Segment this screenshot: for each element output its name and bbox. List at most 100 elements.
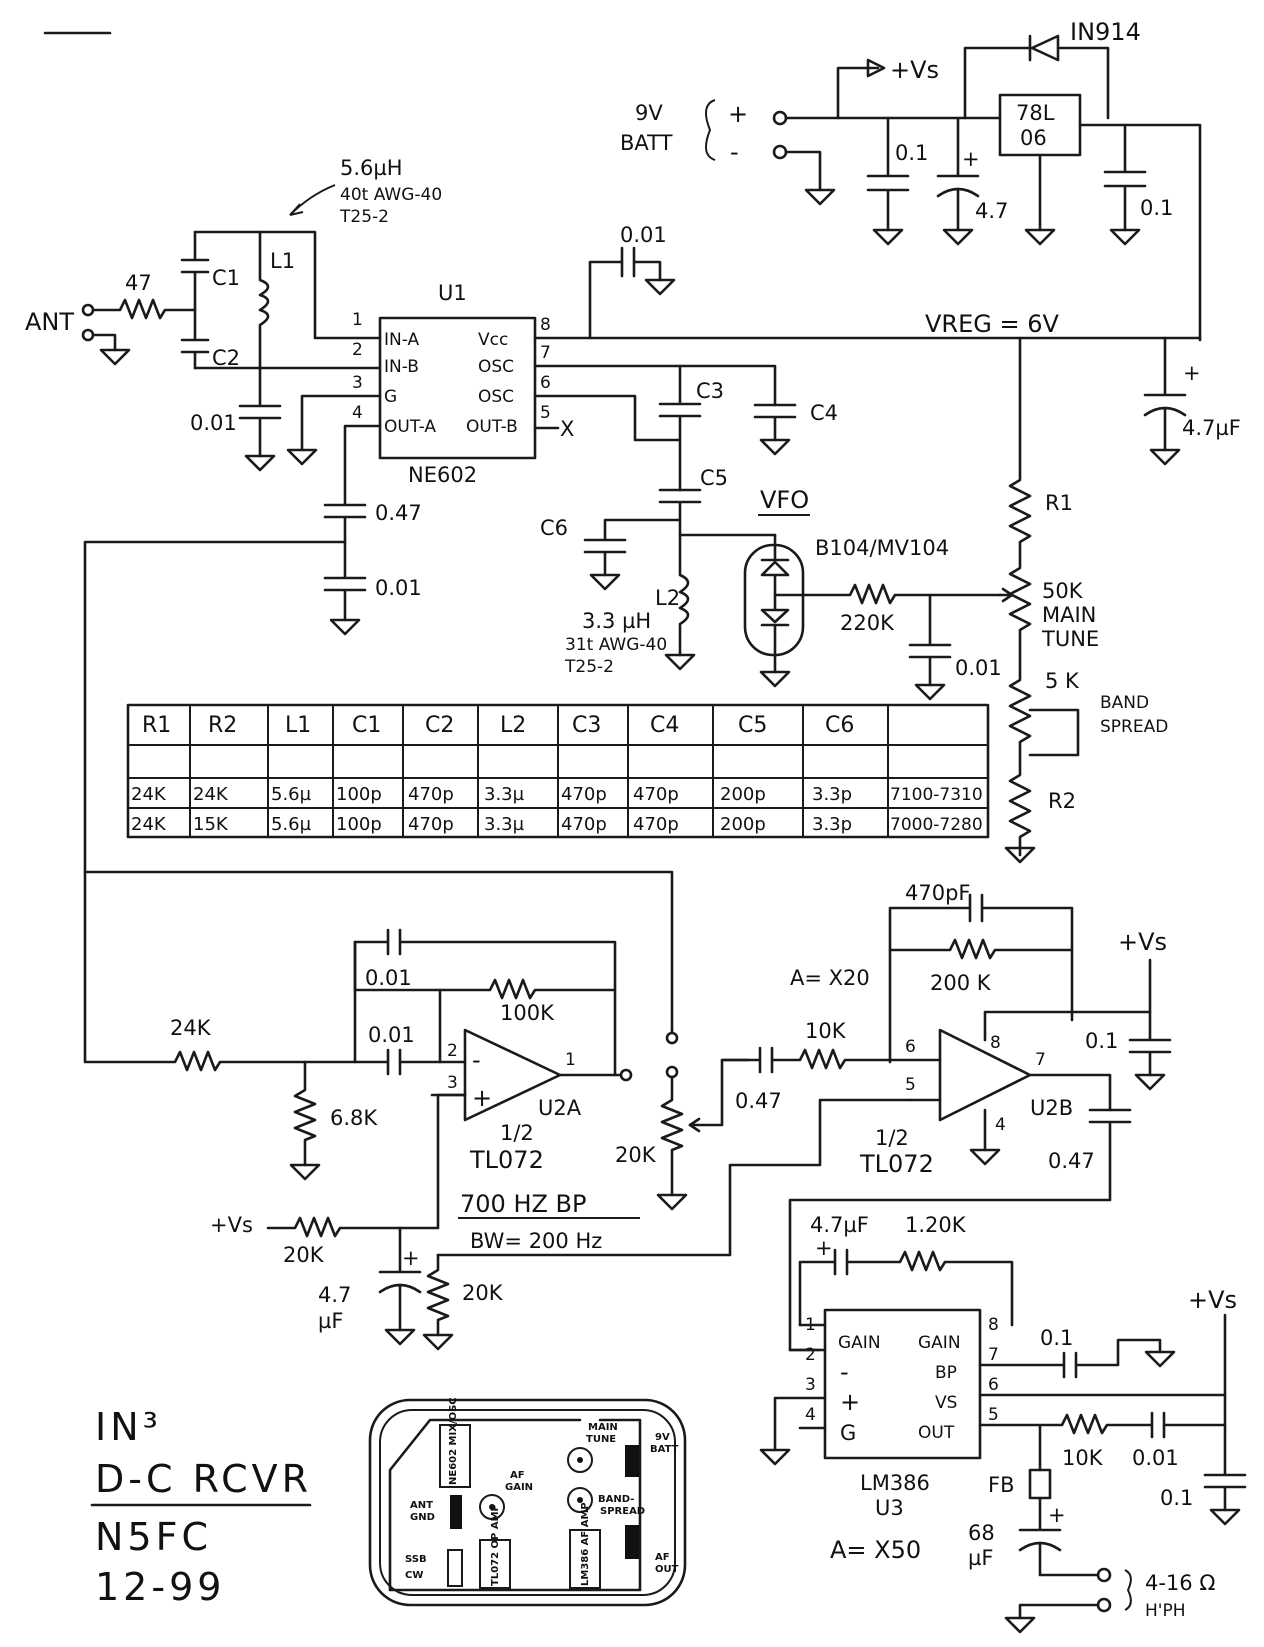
l1-spec-c: T25-2 [339,207,389,227]
mixer-section: 5.6µH 40t AWG-40 T25-2 ANT 47 C1 C2 L1 0… [25,156,1241,1032]
title-line1: IN³ [95,1405,162,1449]
pcb-outline [388,1418,642,1592]
u2a-pin3: 3 [447,1073,458,1093]
r-gain-label: 1.20K [905,1213,967,1237]
layout-main-a: MAIN [588,1422,618,1433]
td-c2-row1: 470p [408,784,454,805]
r-out-label: 10K [1062,1446,1104,1470]
lm386-lbl-l2: - [840,1358,849,1386]
u3-label: U3 [875,1496,904,1520]
lm386-lbl-r2: BP [935,1363,957,1383]
u2b-pin7: 7 [1035,1050,1046,1070]
td-r1-row1: 24K [131,784,167,805]
wiper-arrow [688,1117,701,1133]
pin-num-2: 2 [352,340,363,360]
ant-terminal [81,303,95,317]
pin-g: G [384,387,397,407]
ne602-label: NE602 [408,463,477,487]
bw-label: BW= 200 Hz [470,1229,602,1253]
th-c4: C4 [650,713,679,738]
varactor-label: B104/MV104 [815,536,949,560]
layout-af-b: GAIN [505,1482,533,1493]
ground-icon [286,448,318,466]
vs-bias-label: +Vs [210,1213,253,1237]
ground-icon [914,683,946,701]
ground-icon [1004,846,1036,864]
layout-batt-a: 9V [655,1432,670,1443]
layout-band-b: SPREAD [600,1506,645,1517]
main-tune-b: MAIN [1042,603,1096,627]
u2a-pin2: 2 [447,1041,458,1061]
u2b-pin8: 8 [990,1033,1001,1053]
pin-num-3: 3 [352,373,363,393]
layout-af-a: AF [510,1470,525,1481]
ground-icon [244,454,276,472]
phones-label-a: 4-16 Ω [1145,1571,1215,1595]
pin-out-a: OUT-A [384,417,436,437]
r-fb2-label: 200 K [930,971,992,995]
preamp-section: 470pF 200 K A= X20 0.47 10K 6 5 8 7 4 U2… [720,881,1172,1352]
r-bias2-label: 20K [462,1281,504,1305]
tl072-socket [479,1539,511,1589]
vs-arrow-icon [866,58,886,78]
battery-label-line2: BATT [620,131,673,155]
main-tune-knob [567,1447,593,1473]
c-in2-label: 0.47 [735,1089,782,1113]
preamp-gain: A= X20 [790,966,870,990]
td-c1-row1: 100p [336,784,382,805]
u2b-part: TL072 [859,1150,934,1178]
c3-label: C3 [696,379,724,403]
ssb-cw-switch [447,1549,463,1587]
board-layout-drawing: NE602 MIX/OSC AF GAIN MAIN TUNE BAND- SP… [368,1397,687,1607]
lm386-chip [823,1308,982,1460]
batt-connector [625,1445,639,1477]
lm386-pin6: 6 [988,1375,999,1395]
td-c4-row1: 470p [633,784,679,805]
title-line4: 12-99 [95,1565,225,1609]
ground-icon [1144,1350,1176,1368]
pin-in-a: IN-A [384,330,419,350]
r-bias1-label: 20K [283,1243,325,1267]
ne602-chip [378,316,537,460]
vcc-cap-label: 0.01 [620,223,667,247]
ground-icon [644,278,676,296]
r68k-label: 6.8K [330,1106,378,1130]
u2a-plus: + [472,1084,492,1112]
lm386-lbl-l4: G [840,1421,856,1445]
c-big-polarity: + [1048,1503,1066,1527]
ground-icon [656,1193,688,1211]
vs-label-top: +Vs [890,56,939,84]
td-l2-row1: 3.3µ [484,784,525,805]
td-l1-row2: 5.6µ [271,814,312,835]
layout-ne602: NE602 MIX/OSC [448,1397,459,1485]
r24k-label: 24K [170,1016,212,1040]
varactor-diodes [760,533,790,674]
component-table: R1 R2 L1 C1 C2 L2 C3 C4 C5 C6 24K 24K 5.… [126,703,990,839]
vs-amp-label: +Vs [1188,1286,1237,1314]
regulator-label-a: 78L [1016,101,1055,125]
pin-vcc: Vcc [478,330,508,350]
l2-spec-b: 31t AWG-40 [565,635,667,655]
out-bypass-label: 0.01 [375,576,422,600]
vfo-section: C3 C4 C5 C6 L2 3.3 µH 31t AWG-40 T25-2 V… [533,336,1168,864]
regulator-label-b: 06 [1020,126,1047,150]
ground-icon [422,1333,454,1351]
enclosure-outline [368,1398,687,1607]
opamp-u2a [463,1028,562,1122]
pin-out-b: OUT-B [466,417,518,437]
c-fb-label: 0.01 [365,966,412,990]
vreg-cap-label: 4.7µF [1182,416,1241,440]
bandpass-filter-section: 24K 6.8K 0.01 100K 0.01 - + 2 3 1 U2A 1/… [83,870,912,1351]
ground-icon [872,228,904,246]
lm386-pin5: 5 [988,1405,999,1425]
cap-01b-label: 0.1 [1140,196,1173,220]
main-tune-a: 50K [1042,579,1084,603]
td-c3-row1: 470p [561,784,607,805]
ground-icon [1004,1616,1036,1634]
l1-spec-a: 5.6µH [340,156,403,180]
r47-label: 47 [125,271,152,295]
out-cap-label: 0.47 [375,501,422,525]
inductor-l1 [193,230,270,370]
lm386-pin2: 2 [805,1345,816,1365]
u2b-pin4: 4 [995,1115,1006,1135]
